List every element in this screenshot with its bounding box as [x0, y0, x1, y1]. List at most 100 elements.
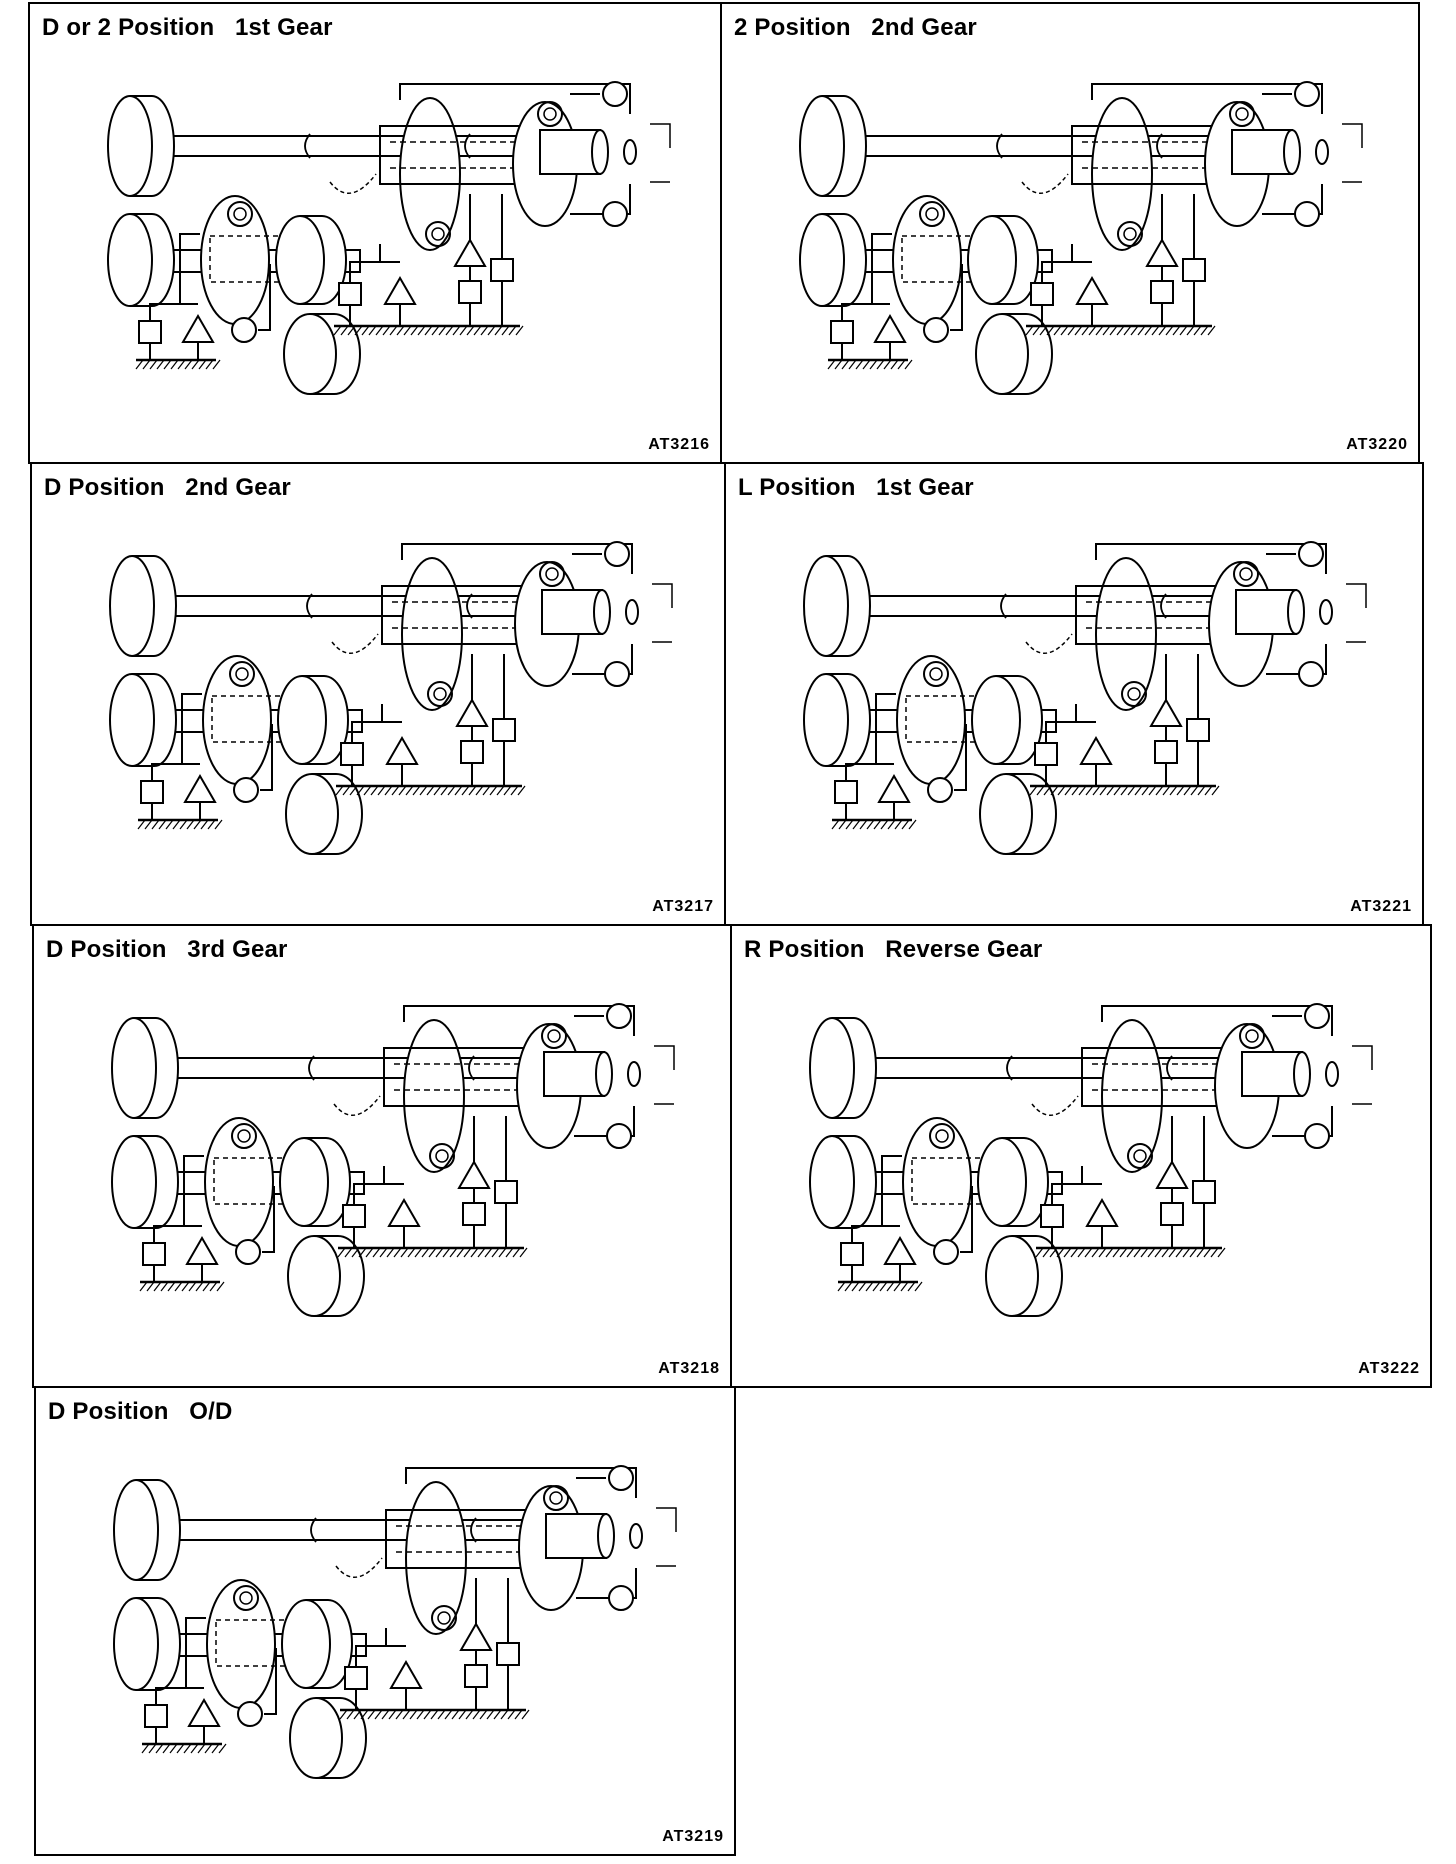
od-output-drum	[971, 675, 1043, 765]
od-planetary-gear	[896, 655, 966, 785]
panel-title: D Position 3rd Gear	[46, 936, 288, 963]
figure-code: AT3222	[1358, 1360, 1420, 1377]
brake-b3-box	[340, 742, 364, 766]
brake-b1-box	[1192, 1180, 1216, 1204]
clutch-c1-circle	[602, 81, 628, 107]
rotation-arrow-icon	[1000, 593, 1007, 619]
one-way-clutch-f1	[453, 237, 487, 267]
one-way-clutch-f2	[383, 275, 417, 305]
input-rotation-icon	[627, 1061, 641, 1087]
input-rotation-icon	[629, 1523, 643, 1549]
sun-pinion-gear	[539, 561, 565, 587]
od-pinion-gear	[233, 1585, 259, 1611]
panel-title: 2 Position 2nd Gear	[734, 14, 977, 41]
brake-b4-box	[830, 320, 854, 344]
one-way-clutch-f2	[387, 1197, 421, 1227]
input-shaft	[821, 135, 1263, 157]
panel-title: D or 2 Position 1st Gear	[42, 14, 333, 41]
panel-d-2nd-gear: D Position 2nd Gear C1C2B3F2F1B2B1B4F3C3…	[30, 462, 726, 926]
output-sleeve	[1241, 1051, 1303, 1097]
brake-b1-box	[492, 718, 516, 742]
output-sleeve	[541, 589, 603, 635]
one-way-clutch-f2	[389, 1659, 423, 1689]
one-way-clutch-f3	[873, 313, 907, 343]
brake-b2-box	[1150, 280, 1174, 304]
input-rotation-icon	[1319, 599, 1333, 625]
input-shaft	[831, 1057, 1273, 1079]
one-way-clutch-f2	[1085, 1197, 1119, 1227]
power-flow-path	[329, 173, 377, 195]
output-sleeve	[539, 129, 601, 175]
rotation-arrow-icon	[306, 593, 313, 619]
output-gear	[285, 773, 363, 855]
transmission-diagram: C1C2B3F2F1B2B1B4F3C3	[107, 81, 671, 395]
clutch-c3-circle	[933, 1239, 959, 1265]
clutch-c3-circle	[237, 1701, 263, 1727]
brake-b3-box	[1030, 282, 1054, 306]
power-flow-path	[1031, 1095, 1079, 1117]
rotation-arrow-icon	[310, 1517, 317, 1543]
sun-pinion-gear	[1229, 101, 1255, 127]
transmission-diagram: C1C2B3F2F1B2B1B4F3C3	[799, 81, 1363, 395]
clutch-c3-circle	[233, 777, 259, 803]
front-drum	[109, 555, 177, 657]
od-output-drum	[967, 215, 1039, 305]
output-gear	[287, 1235, 365, 1317]
sun-pinion-gear	[1239, 1023, 1265, 1049]
panel-2-2nd-gear: 2 Position 2nd Gear C1C2B3F2F1B2B1B4F3C3…	[720, 2, 1420, 464]
brake-b2-box	[464, 1664, 488, 1688]
panel-d-overdrive: D Position O/D C1C2B3F2F1B2B1B4F3C3 AT32…	[34, 1386, 736, 1856]
brake-b2-box	[1160, 1202, 1184, 1226]
input-shaft	[133, 1057, 575, 1079]
brake-b4-box	[840, 1242, 864, 1266]
brake-b2-box	[462, 1202, 486, 1226]
figure-code: AT3219	[662, 1828, 724, 1845]
one-way-clutch-f2	[385, 735, 419, 765]
brake-b3-box	[344, 1666, 368, 1690]
figure-code: AT3220	[1346, 436, 1408, 453]
rear-pinion-gear	[429, 1143, 455, 1169]
brake-b1-box	[496, 1642, 520, 1666]
rotation-arrow-icon	[996, 133, 1003, 159]
output-gear	[283, 313, 361, 395]
front-drum	[809, 1017, 877, 1119]
front-drum	[113, 1479, 181, 1581]
brake-b2-box	[458, 280, 482, 304]
input-rotation-icon	[1315, 139, 1329, 165]
od-output-drum	[277, 675, 349, 765]
brake-b2-box	[460, 740, 484, 764]
clutch-c2-circle	[602, 201, 628, 227]
od-planetary-gear	[202, 655, 272, 785]
od-pinion-gear	[923, 661, 949, 687]
od-output-drum	[281, 1599, 353, 1689]
od-pinion-gear	[919, 201, 945, 227]
transmission-diagram: C1C2B3F2F1B2B1B4F3C3	[109, 541, 673, 855]
one-way-clutch-f1	[1155, 1159, 1189, 1189]
rear-pinion-gear	[1117, 221, 1143, 247]
sun-pinion-gear	[1233, 561, 1259, 587]
brake-b1-box	[1186, 718, 1210, 742]
rotation-arrow-icon	[464, 133, 471, 159]
panel-d-or-2-1st-gear: D or 2 Position 1st Gear C1C2B3F2F1B2B1B…	[28, 2, 722, 464]
clutch-c2-circle	[608, 1585, 634, 1611]
one-way-clutch-f3	[877, 773, 911, 803]
one-way-clutch-f3	[185, 1235, 219, 1265]
panel-r-reverse-gear: R Position Reverse Gear C1C2B3F2F1B2B1B4…	[730, 924, 1432, 1388]
panel-l-1st-gear: L Position 1st Gear C1C2B3F2F1B2B1B4F3C3…	[724, 462, 1424, 926]
lower-front-drum	[809, 1135, 877, 1229]
front-planetary-gear	[1091, 97, 1153, 251]
output-sleeve	[543, 1051, 605, 1097]
panel-title: R Position Reverse Gear	[744, 936, 1043, 963]
front-drum	[799, 95, 867, 197]
rotation-arrow-icon	[466, 593, 473, 619]
input-rotation-icon	[625, 599, 639, 625]
output-sleeve	[545, 1513, 607, 1559]
od-planetary-gear	[204, 1117, 274, 1247]
rotation-arrow-icon	[468, 1055, 475, 1081]
output-gear	[975, 313, 1053, 395]
input-rotation-icon	[623, 139, 637, 165]
od-output-drum	[279, 1137, 351, 1227]
brake-b3-box	[342, 1204, 366, 1228]
power-flow-path	[1021, 173, 1069, 195]
rotation-arrow-icon	[1006, 1055, 1013, 1081]
